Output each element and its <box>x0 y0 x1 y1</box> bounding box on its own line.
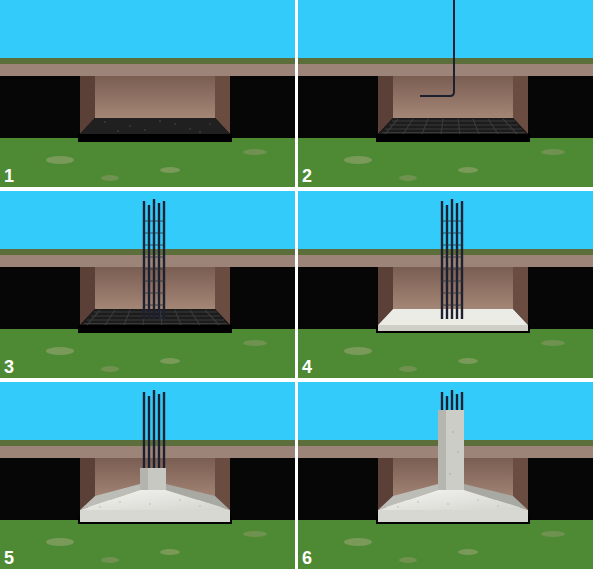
step-number: 6 <box>302 549 312 567</box>
step-number: 3 <box>4 358 14 376</box>
step-number: 5 <box>4 549 14 567</box>
step-panel <box>0 382 295 569</box>
step-number: 4 <box>302 358 312 376</box>
step-number: 2 <box>302 167 312 185</box>
step-number: 1 <box>4 167 14 185</box>
step-panel <box>298 382 593 569</box>
step-panel <box>298 0 593 187</box>
step-panel <box>0 191 295 378</box>
step-panel <box>0 0 295 187</box>
step-panel <box>298 191 593 378</box>
